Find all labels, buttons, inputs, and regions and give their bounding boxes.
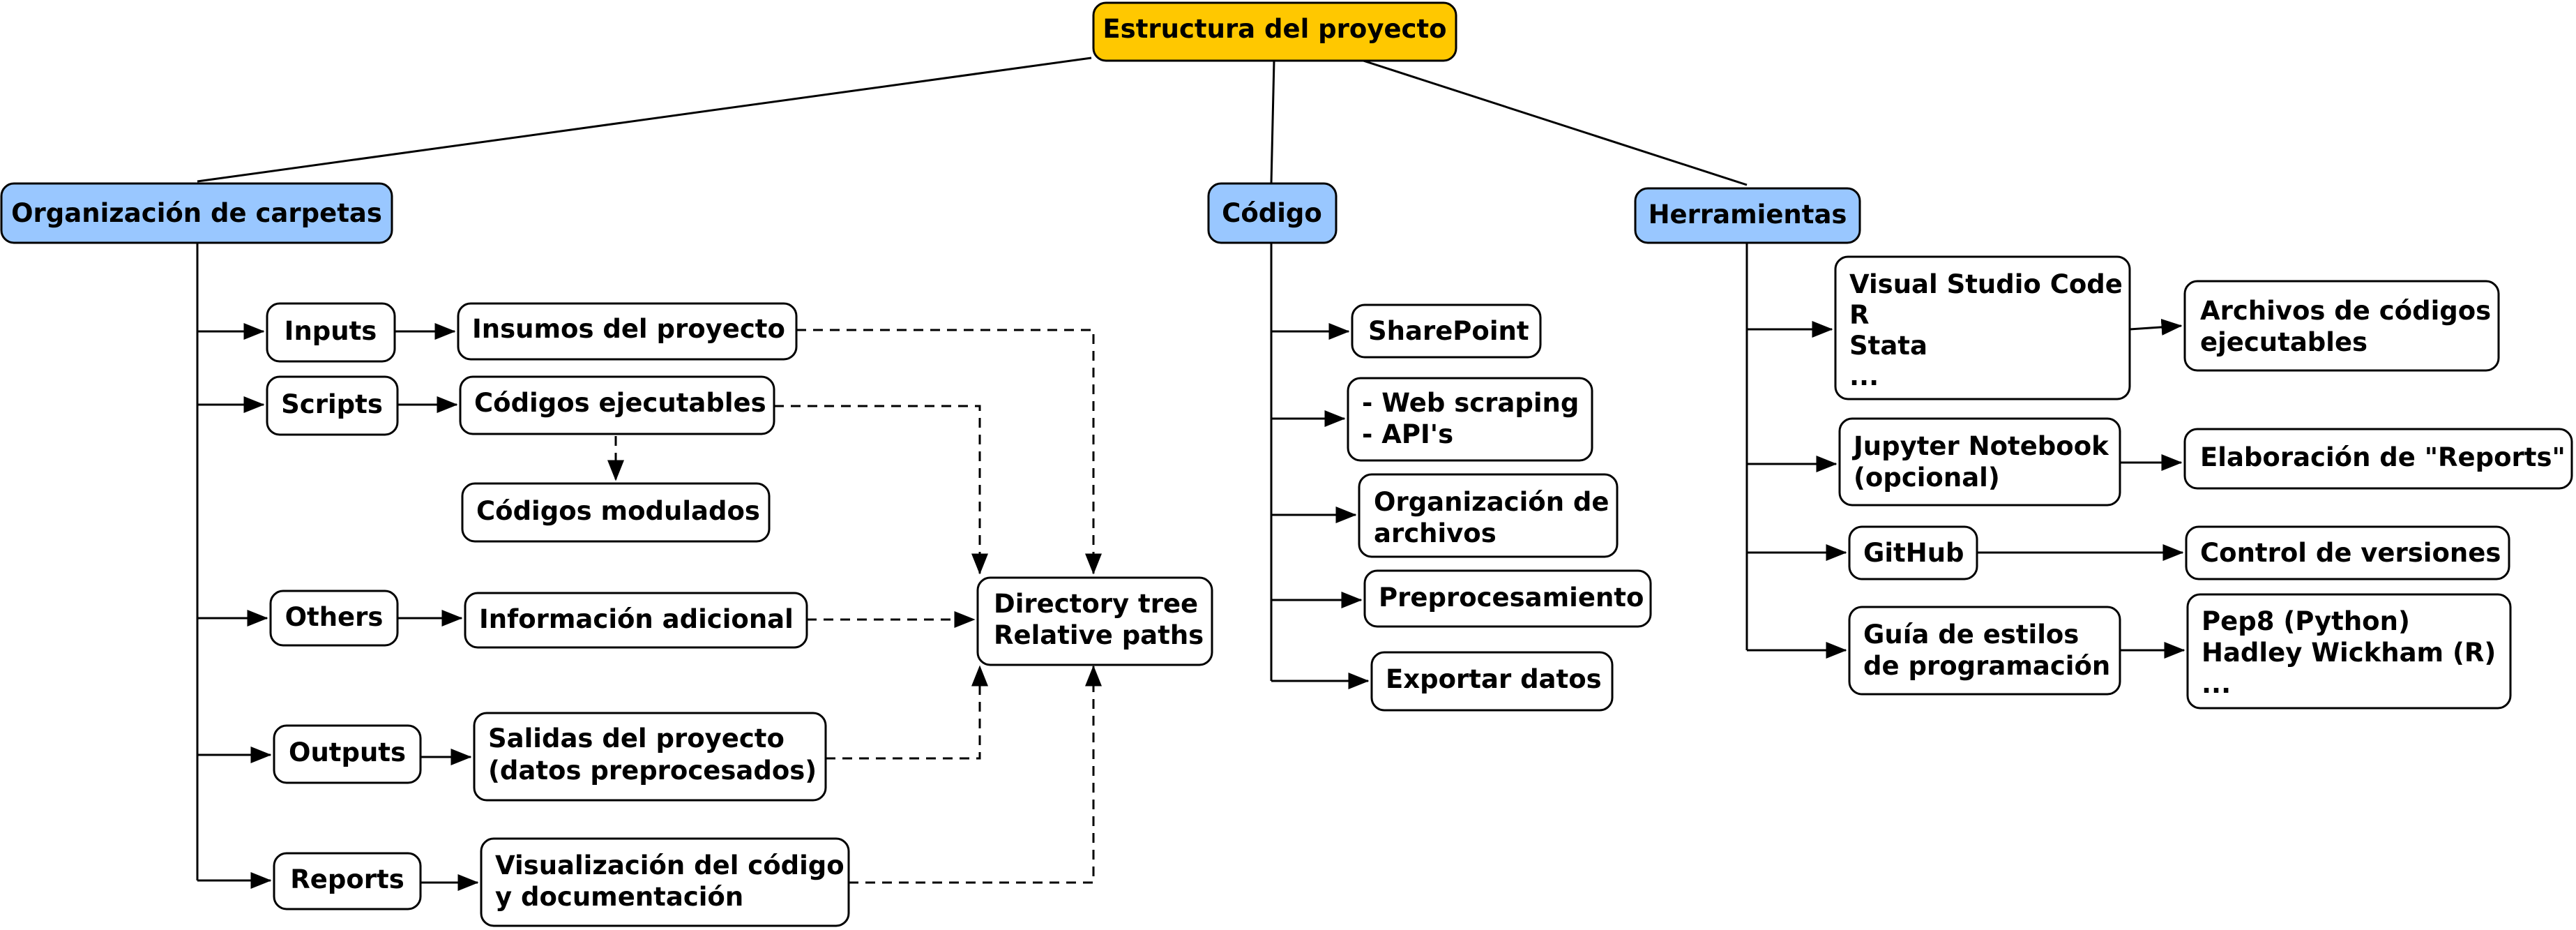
category-organizacion-label: Organización de carpetas [11, 198, 382, 228]
detail-codigos-modulados: Códigos modulados [461, 482, 771, 543]
detail-codigos-ejecutables: Códigos ejecutables [459, 375, 775, 435]
detail-visualizacion-line-1: Visualización del código [495, 850, 844, 880]
tool-editors-line-4: ... [1849, 361, 1879, 391]
category-organizacion: Organización de carpetas [0, 182, 393, 244]
result-archivos-line-1: Archivos de códigos [2200, 296, 2491, 326]
detail-salidas: Salidas del proyecto (datos preprocesado… [473, 712, 827, 802]
tool-editors-line-1: Visual Studio Code [1849, 269, 2123, 299]
folder-reports: Reports [273, 852, 422, 910]
folder-scripts-label: Scripts [281, 389, 383, 419]
tool-jupyter-line-2: (opcional) [1854, 463, 2000, 493]
result-pep8-line-2: Hadley Wickham (R) [2202, 638, 2496, 668]
result-control-line-1: Control de versiones [2200, 538, 2501, 568]
code-scraping: - Web scraping - API's [1347, 377, 1593, 462]
result-control: Control de versiones [2185, 525, 2510, 580]
folder-others-label: Others [285, 602, 384, 632]
result-reports: Elaboración de "Reports" [2183, 428, 2573, 490]
directory-line-2: Relative paths [994, 620, 1204, 650]
folder-outputs: Outputs [273, 724, 422, 784]
result-pep8-line-1: Pep8 (Python) [2202, 606, 2410, 636]
detail-informacion-adicional-line-1: Información adicional [479, 604, 794, 634]
detail-visualizacion-line-2: y documentación [495, 882, 743, 912]
code-organizacion-line-1: Organización de [1374, 487, 1609, 517]
detail-codigos-modulados-line-1: Códigos modulados [476, 496, 760, 526]
tools-edges [1745, 243, 2185, 659]
folder-inputs: Inputs [266, 302, 396, 363]
tool-guia: Guía de estilos de programación [1848, 606, 2121, 696]
code-preprocesamiento: Preprocesamiento [1363, 569, 1652, 628]
tool-guia-line-1: Guía de estilos [1863, 620, 2079, 650]
result-archivos: Archivos de códigos ejecutables [2183, 280, 2500, 372]
folder-outputs-label: Outputs [289, 737, 406, 767]
detail-salidas-line-1: Salidas del proyecto [488, 723, 785, 753]
code-exportar-line-1: Exportar datos [1386, 664, 1602, 694]
folder-inputs-label: Inputs [285, 316, 377, 346]
tool-editors-line-3: Stata [1849, 331, 1927, 361]
detail-visualizacion: Visualización del código y documentación [480, 837, 850, 927]
tool-github-line-1: GitHub [1863, 538, 1964, 568]
folder-reports-label: Reports [290, 864, 404, 894]
tool-guia-line-2: de programación [1863, 651, 2110, 681]
code-exportar: Exportar datos [1370, 651, 1614, 712]
detail-insumos: Insumos del proyecto [457, 302, 798, 361]
result-pep8-line-3: ... [2202, 669, 2231, 699]
folder-edges [196, 243, 624, 891]
category-codigo: Código [1207, 182, 1338, 244]
detail-codigos-ejecutables-line-1: Códigos ejecutables [474, 388, 766, 418]
result-pep8: Pep8 (Python) Hadley Wickham (R) ... [2186, 593, 2512, 710]
tool-editors: Visual Studio Code R Stata ... [1834, 255, 2131, 400]
category-codigo-label: Código [1222, 198, 1322, 228]
code-edges [1270, 243, 1370, 689]
root-label: Estructura del proyecto [1103, 14, 1446, 44]
directory-line-1: Directory tree [994, 589, 1198, 619]
code-organizacion-line-2: archivos [1374, 518, 1497, 548]
result-archivos-line-2: ejecutables [2200, 327, 2367, 357]
code-preprocesamiento-line-1: Preprocesamiento [1379, 583, 1644, 613]
folder-others: Others [269, 590, 399, 647]
folder-scripts: Scripts [266, 375, 399, 436]
code-scraping-line-1: - Web scraping [1362, 388, 1579, 418]
category-herramientas-label: Herramientas [1649, 200, 1847, 230]
root-connectors [197, 57, 1748, 186]
detail-salidas-line-2: (datos preprocesados) [488, 756, 817, 786]
code-sharepoint-line-1: SharePoint [1368, 316, 1529, 346]
tool-editors-line-2: R [1849, 300, 1870, 330]
code-sharepoint: SharePoint [1351, 303, 1542, 359]
directory-tree-node: Directory tree Relative paths [976, 576, 1213, 666]
tool-jupyter-line-1: Jupyter Notebook [1851, 431, 2109, 461]
code-organizacion-archivos: Organización de archivos [1358, 473, 1619, 558]
detail-insumos-line-1: Insumos del proyecto [472, 314, 785, 344]
code-scraping-line-2: - API's [1362, 419, 1453, 449]
result-reports-line-1: Elaboración de "Reports" [2200, 442, 2566, 472]
category-herramientas: Herramientas [1634, 187, 1861, 244]
directory-edges [774, 329, 1102, 884]
tool-github: GitHub [1848, 525, 1978, 580]
tool-jupyter: Jupyter Notebook (opcional) [1838, 417, 2121, 507]
root-node: Estructura del proyecto [1092, 1, 1457, 62]
detail-informacion-adicional: Información adicional [464, 592, 808, 649]
